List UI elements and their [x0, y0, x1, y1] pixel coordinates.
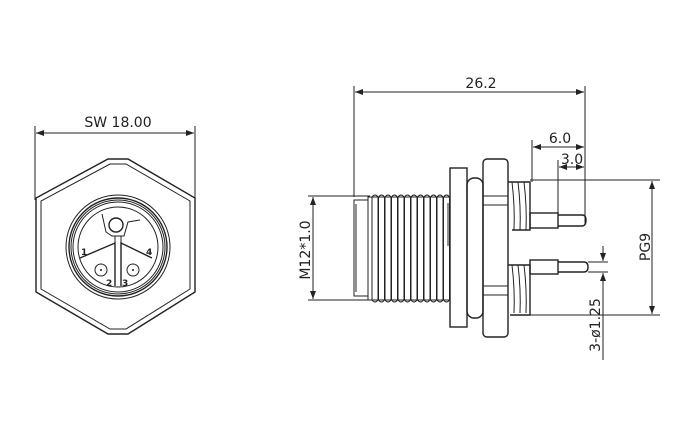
rear-thread [508, 181, 531, 316]
pin-length-dimension: 6.0 3.0 [531, 131, 584, 214]
o-ring [466, 177, 484, 319]
thread-crest [404, 194, 411, 303]
rear-thread-label: PG9 [638, 233, 654, 261]
pin-label-4: 4 [146, 248, 152, 258]
sw-dimension-label: SW 18.00 [84, 115, 151, 131]
side-view: 26.2 6.0 3.0 M12*1.0 [298, 76, 660, 360]
coding-key [101, 213, 141, 237]
thread-crest [517, 181, 521, 231]
rear-thread-dimension: PG9 [520, 179, 660, 316]
pin-diameter-dimension: 3-ø1.25 [588, 246, 608, 360]
thread-crest [397, 194, 405, 303]
thread-crest [511, 181, 515, 231]
pin-label-2: 2 [106, 279, 112, 289]
overall-length-label: 26.2 [465, 76, 496, 92]
pins [529, 212, 589, 275]
pin-label-3: 3 [122, 279, 128, 289]
front-thread-label: M12*1.0 [298, 220, 314, 279]
overall-length-dimension: 26.2 [353, 76, 586, 224]
thread-crest [517, 264, 521, 314]
thread-crest [423, 194, 431, 303]
pin-length-label: 6.0 [549, 131, 571, 147]
pin-hole-3 [126, 263, 140, 277]
thread-crest [436, 194, 444, 303]
sw-dimension: SW 18.00 [34, 115, 196, 200]
hex-nut-outline [35, 158, 196, 335]
pin-lower-sleeve [529, 259, 559, 275]
lock-nut [482, 158, 509, 338]
thread-crest [417, 194, 424, 303]
thread-crest [391, 194, 398, 303]
pin-label-1: 1 [81, 248, 87, 258]
flange [449, 167, 468, 328]
front-thread-dimension: M12*1.0 [298, 195, 370, 301]
thread-crest [511, 264, 515, 314]
pin-hole-2 [94, 263, 108, 277]
thread-crest [523, 264, 527, 314]
pin-upper-sleeve [529, 212, 559, 229]
thread-crest [378, 194, 385, 303]
front-view: SW 18.00 1 2 3 4 [34, 115, 196, 335]
insert-dividers [79, 236, 153, 286]
pin-lower [558, 261, 589, 273]
thread-crest [430, 194, 437, 303]
pin-diameter-label: 3-ø1.25 [588, 298, 604, 352]
thread-crest [371, 194, 379, 303]
thread-crest [384, 194, 392, 303]
thread-crest [443, 194, 450, 303]
thread-crest [410, 194, 418, 303]
pin-tip-label: 3.0 [561, 152, 583, 168]
pin-upper [558, 214, 587, 227]
thread-crest [523, 181, 527, 231]
front-thread [353, 194, 451, 303]
